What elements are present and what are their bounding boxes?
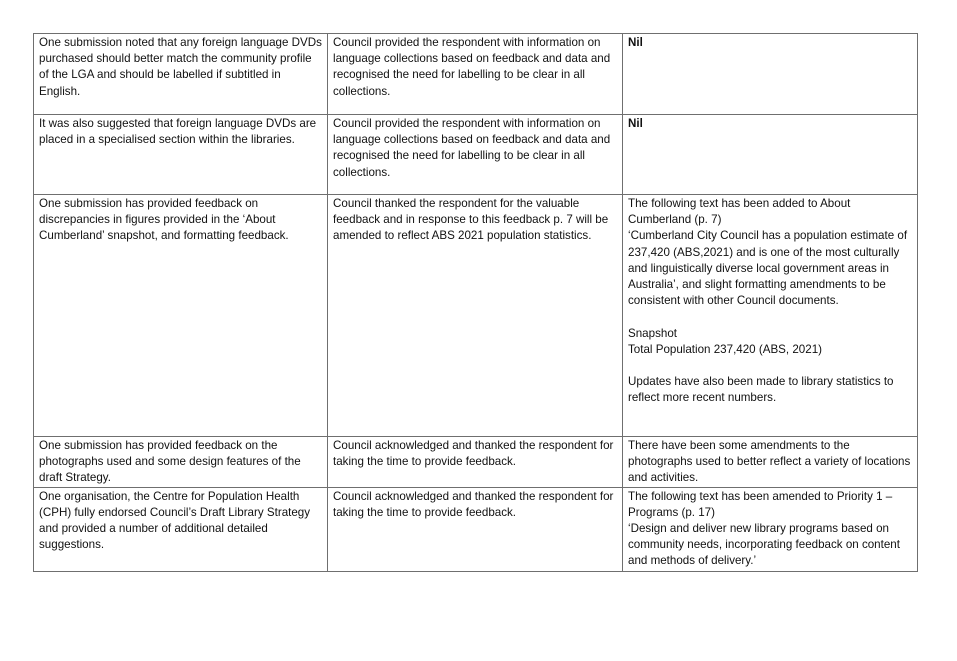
- submission-cell: One submission has provided feedback on …: [33, 194, 328, 437]
- amendment-cell: There have been some amendments to the p…: [622, 436, 918, 488]
- amendment-cell: The following text has been added to Abo…: [622, 194, 918, 437]
- amendment-cell: The following text has been amended to P…: [622, 486, 918, 572]
- submissions-table: One submission noted that any foreign la…: [33, 33, 918, 572]
- submission-cell: One organisation, the Centre for Populat…: [33, 486, 328, 572]
- amendment-cell: Nil: [622, 33, 918, 115]
- council-response-cell: Council acknowledged and thanked the res…: [327, 436, 623, 488]
- submission-cell: It was also suggested that foreign langu…: [33, 114, 328, 195]
- council-response-cell: Council acknowledged and thanked the res…: [327, 486, 623, 572]
- council-response-cell: Council provided the respondent with inf…: [327, 114, 623, 195]
- table-row: One organisation, the Centre for Populat…: [33, 486, 918, 572]
- table-row: One submission has provided feedback on …: [33, 436, 918, 488]
- table-row: One submission has provided feedback on …: [33, 194, 918, 437]
- submission-cell: One submission has provided feedback on …: [33, 436, 328, 488]
- table-row: One submission noted that any foreign la…: [33, 33, 918, 115]
- council-response-cell: Council provided the respondent with inf…: [327, 33, 623, 115]
- table-row: It was also suggested that foreign langu…: [33, 114, 918, 195]
- council-response-cell: Council thanked the respondent for the v…: [327, 194, 623, 437]
- submission-cell: One submission noted that any foreign la…: [33, 33, 328, 115]
- amendment-cell: Nil: [622, 114, 918, 195]
